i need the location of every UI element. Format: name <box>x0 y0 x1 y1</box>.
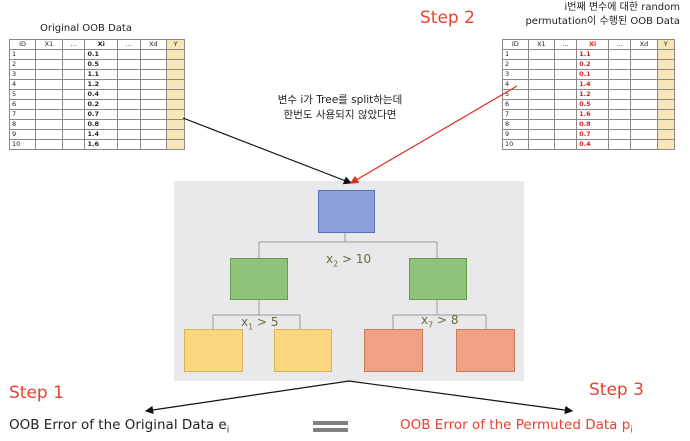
right-split-node <box>409 258 467 300</box>
permuted-oob-title-line1: i번째 변수에 대한 random <box>564 2 681 13</box>
permuted-oob-title-line2: permutation이 수행된 OOB Data <box>525 16 680 27</box>
leaf-node-1 <box>184 329 243 372</box>
split-note-line1: 변수 i가 Tree를 split하는데 <box>277 94 403 106</box>
left-split-node <box>230 258 288 300</box>
right-condition: x7 > 8 <box>421 313 459 330</box>
empty-cell <box>35 139 63 150</box>
permuted-oob-title: i번째 변수에 대한 random permutation이 수행된 OOB D… <box>470 1 680 29</box>
leaf-node-3 <box>364 329 423 372</box>
original-oob-title: Original OOB Data <box>40 23 132 34</box>
tree-to-permuted-error-arrow <box>348 380 574 415</box>
empty-cell <box>553 139 578 150</box>
root-condition: x2 > 10 <box>326 252 372 269</box>
empty-cell <box>527 139 555 150</box>
root-node <box>318 190 375 233</box>
original-error-label: OOB Error of the Original Data ei <box>9 417 230 436</box>
equals-bar-top <box>313 421 348 425</box>
leaf-node-4 <box>456 329 515 372</box>
y-cell <box>656 139 676 150</box>
step2-label: Step 2 <box>420 8 475 28</box>
tree-to-original-error-arrow <box>144 380 350 415</box>
xi-cell: 1.6 <box>84 139 118 150</box>
step1-label: Step 1 <box>9 383 64 403</box>
step3-label: Step 3 <box>589 380 644 400</box>
split-note: 변수 i가 Tree를 split하는데 한번도 사용되지 않았다면 <box>235 93 445 123</box>
permuted-to-tree-arrow <box>349 85 518 184</box>
leaf-node-2 <box>274 329 332 372</box>
id-cell: 10 <box>8 139 37 150</box>
split-note-line2: 한번도 사용되지 않았다면 <box>283 109 397 121</box>
permuted-error-label: OOB Error of the Permuted Data pi <box>400 417 633 436</box>
original-to-tree-arrow <box>182 117 353 185</box>
empty-cell <box>139 139 168 150</box>
tree-connectors <box>212 233 487 329</box>
equals-bar-bottom <box>313 428 348 432</box>
left-condition: x1 > 5 <box>241 315 279 332</box>
y-cell <box>166 139 185 150</box>
